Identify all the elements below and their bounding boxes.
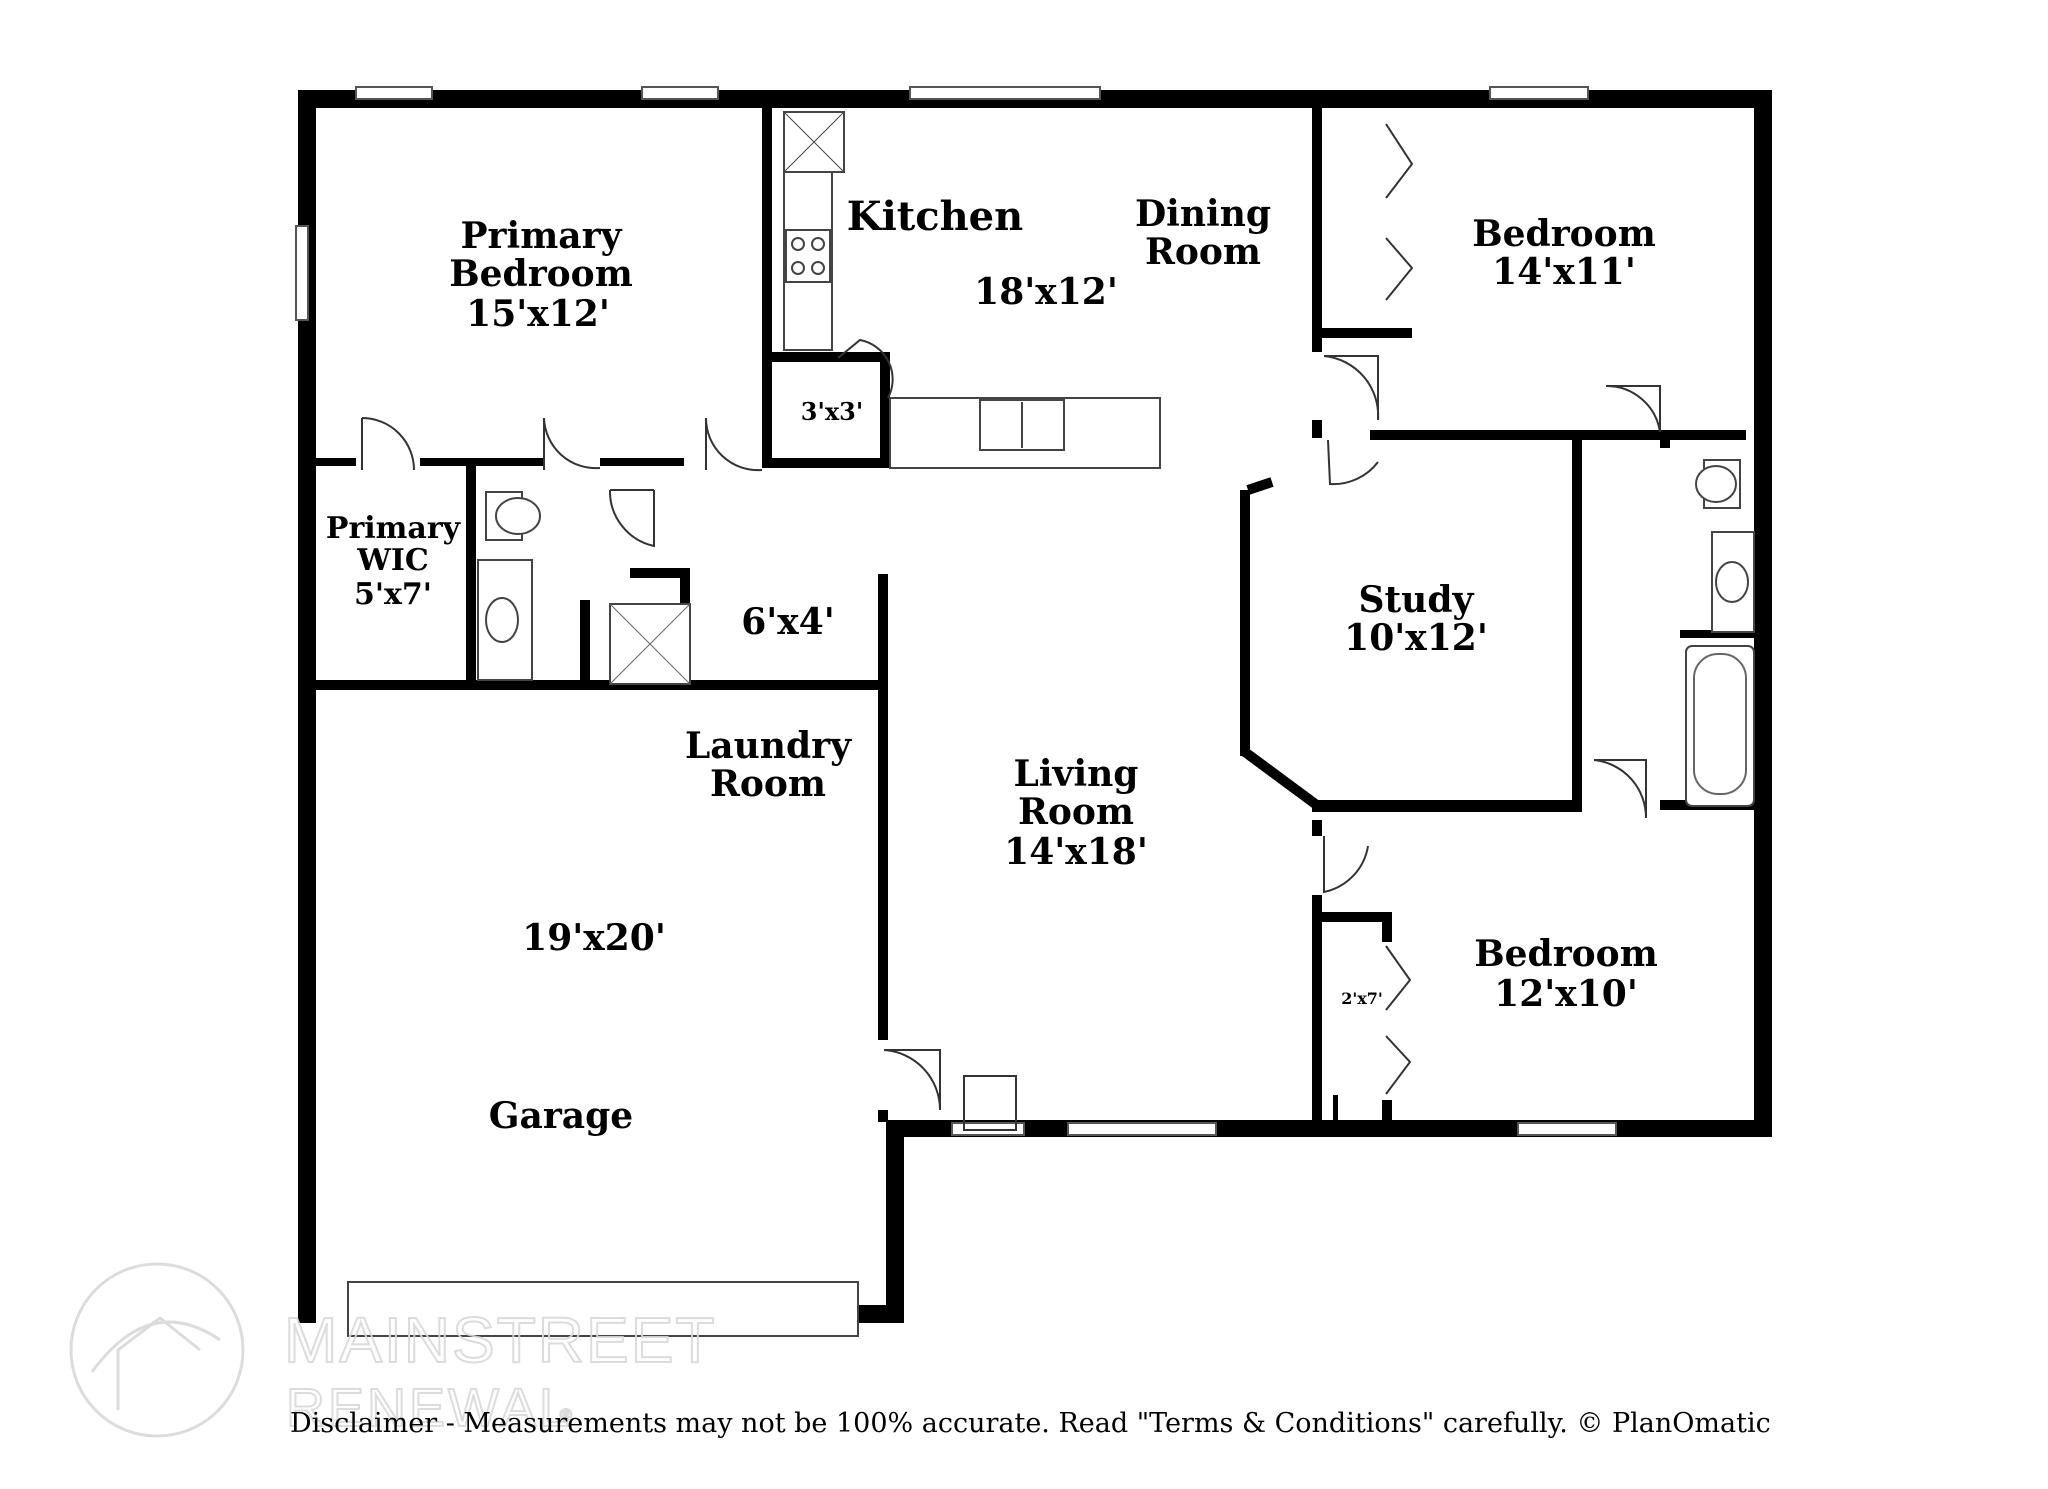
garage-size: 19'x20': [522, 917, 666, 959]
kitchen-size: 18'x12': [974, 271, 1118, 313]
window: [1067, 1122, 1217, 1136]
bedroom-label: Bedroom: [1474, 933, 1658, 975]
window: [355, 86, 433, 100]
garage-door: [347, 1281, 859, 1337]
primary-bedroom-label: Bedroom: [449, 253, 633, 295]
garage-label: Garage: [489, 1095, 633, 1137]
living-room-size: 14'x18': [1004, 831, 1148, 873]
kitchen-label: Kitchen: [847, 193, 1023, 240]
windows: [295, 86, 1617, 1136]
pantry-size: 3'x3': [801, 397, 863, 426]
bathtub: [1685, 645, 1755, 807]
primary-wic-label: Primary: [326, 511, 462, 546]
window: [295, 225, 309, 321]
range: [785, 229, 831, 283]
study-size: 10'x12': [1344, 617, 1488, 659]
doors: [361, 123, 1661, 1131]
primary-bath-size: 6'x4': [741, 601, 835, 643]
primary-bedroom-size: 15'x12': [466, 293, 610, 335]
bedroom-label: Bedroom: [1472, 213, 1656, 255]
window: [1517, 1122, 1617, 1136]
primary-wic-size: 5'x7': [354, 577, 432, 612]
living-room-label: Room: [1018, 791, 1134, 833]
watermark-logo: MAINSTREET RENEWAL ®: [69, 1262, 716, 1439]
bedroom-size: 12'x10': [1494, 973, 1638, 1015]
living-room-label: Living: [1014, 753, 1139, 795]
watermark-text: MAINSTREET: [284, 1304, 716, 1376]
laundry-room-label: Room: [710, 763, 826, 805]
disclaimer-text: Disclaimer - Measurements may not be 100…: [290, 1408, 1771, 1439]
study-wall-angle-bottom: [1242, 747, 1321, 811]
closet-size: 2'x7': [1341, 989, 1383, 1008]
window: [909, 86, 1101, 100]
window: [641, 86, 719, 100]
watermark-mark: ®: [560, 1407, 572, 1424]
dining-room-label: Room: [1145, 231, 1261, 273]
dining-room-label: Dining: [1135, 193, 1271, 235]
primary-wic-label: WIC: [356, 543, 429, 578]
laundry-room-label: Laundry: [685, 725, 852, 767]
primary-bedroom-label: Primary: [460, 215, 622, 257]
study-label: Study: [1359, 579, 1475, 621]
fixtures: [347, 111, 1755, 1337]
bedroom-size: 14'x11': [1492, 251, 1636, 293]
study-wall-angle-top: [1246, 477, 1274, 495]
watermark-text: RENEWAL: [286, 1378, 572, 1438]
window: [1489, 86, 1589, 100]
